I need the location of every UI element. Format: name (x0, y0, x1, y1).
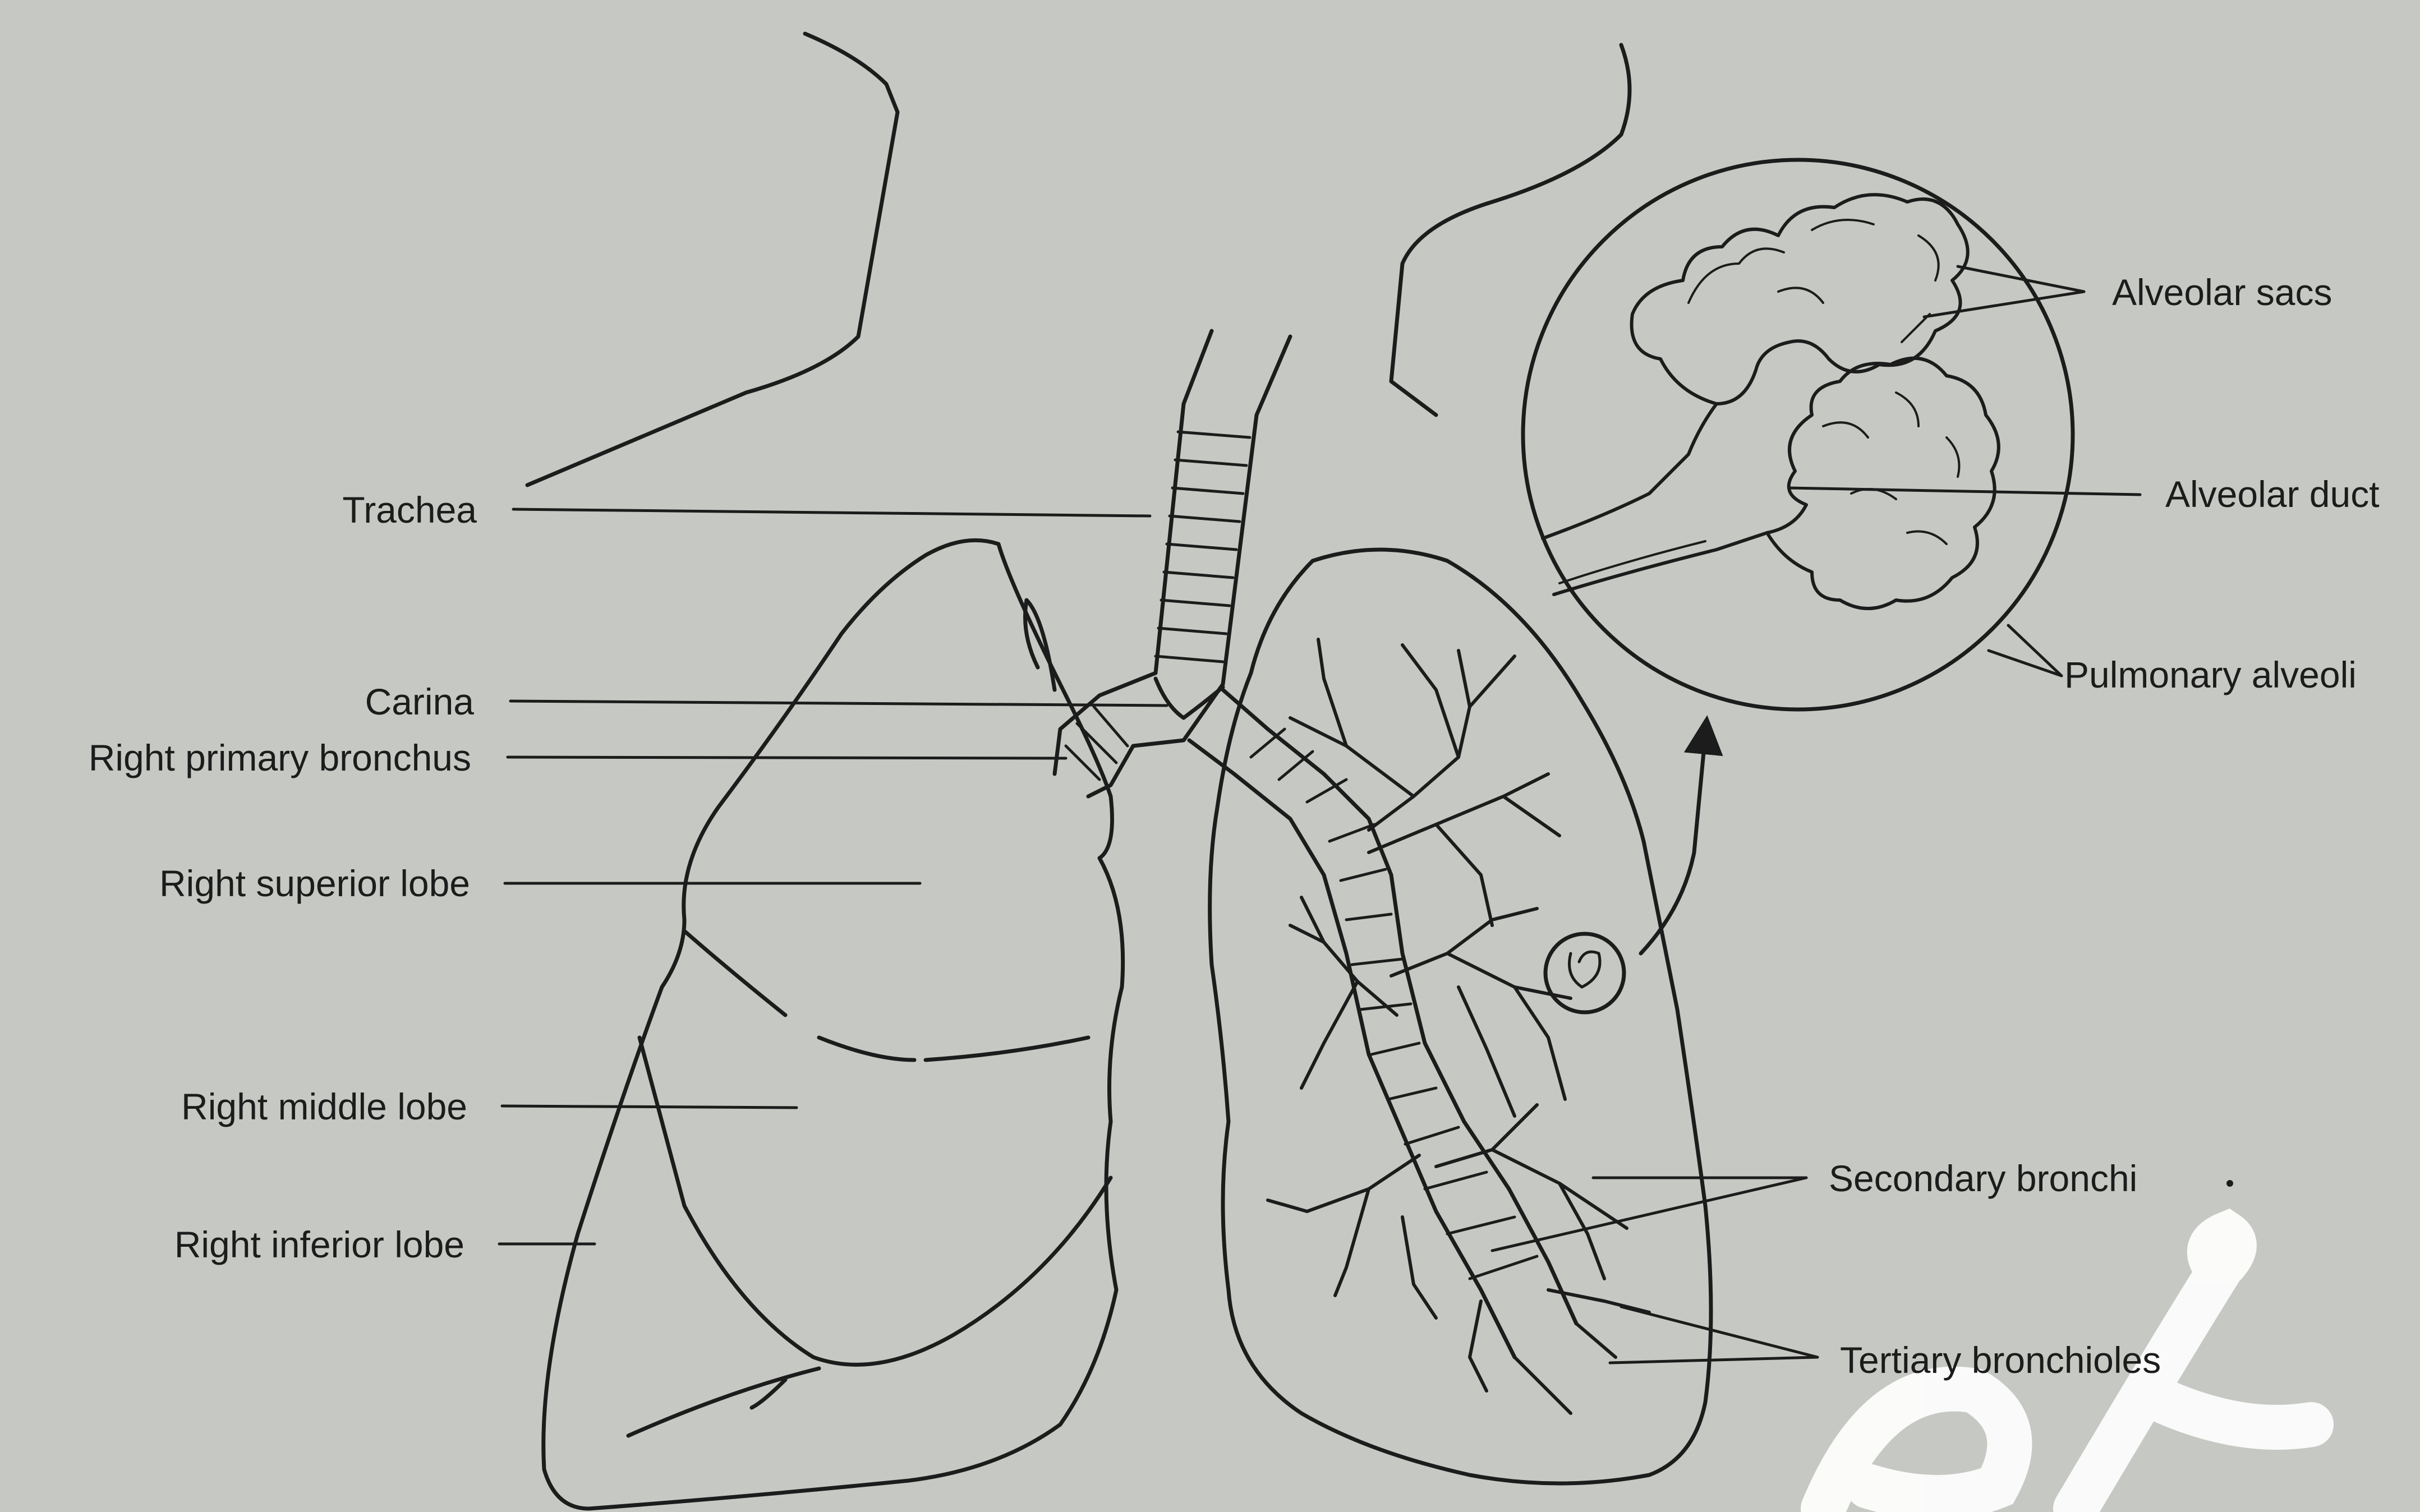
neck-right-side (527, 34, 898, 485)
label-carina: Carina (292, 683, 474, 720)
right-primary-bronchus (1055, 673, 1223, 796)
label-alveolar-sacs: Alveolar sacs (2112, 274, 2332, 311)
leader-alveolar-duct (1789, 488, 2140, 495)
label-alveolar-duct: Alveolar duct (2165, 476, 2380, 513)
magnify-arrow (1641, 735, 1705, 953)
alveoli-location-circle (1545, 934, 1624, 1012)
label-right-middle-lobe: Right middle lobe (84, 1088, 467, 1125)
neck-left-side (1391, 45, 1630, 415)
right-oblique-fissure (639, 1038, 1111, 1365)
trachea (1156, 331, 1290, 684)
leader-right-middle-lobe (502, 1106, 797, 1108)
right-horizontal-fissure (684, 931, 1088, 1060)
alveolar-sac-upper (1632, 195, 1968, 404)
label-secondary-bronchi: Secondary bronchi (1829, 1160, 2137, 1197)
leader-alveolar-sacs (1924, 266, 2084, 317)
label-pulmonary-alveoli: Pulmonary alveoli (2064, 656, 2357, 693)
alveolar-sac-lower (1767, 358, 1999, 609)
leader-secondary-bronchi (1492, 1178, 1806, 1251)
label-trachea: Trachea (292, 491, 477, 528)
bronchial-branches (1268, 639, 1649, 1413)
label-right-superior-lobe: Right superior lobe (56, 865, 470, 902)
left-lung-outline (1210, 550, 1711, 1483)
label-tertiary-bronchioles: Tertiary bronchioles (1840, 1342, 2161, 1379)
label-right-primary-bronchus: Right primary bronchus (11, 739, 471, 776)
stray-dot (2226, 1180, 2233, 1187)
alveoli-inset-circle (1523, 160, 2073, 709)
leader-pulmonary-alveoli (1989, 625, 2062, 676)
leader-right-primary-bronchus (508, 757, 1066, 758)
leader-trachea (513, 509, 1150, 516)
label-right-inferior-lobe: Right inferior lobe (67, 1226, 464, 1263)
alveoli-location-icon (1570, 952, 1600, 987)
leader-tertiary-bronchioles (1610, 1307, 1818, 1363)
alveoli-inset-drawing (1543, 195, 1999, 609)
